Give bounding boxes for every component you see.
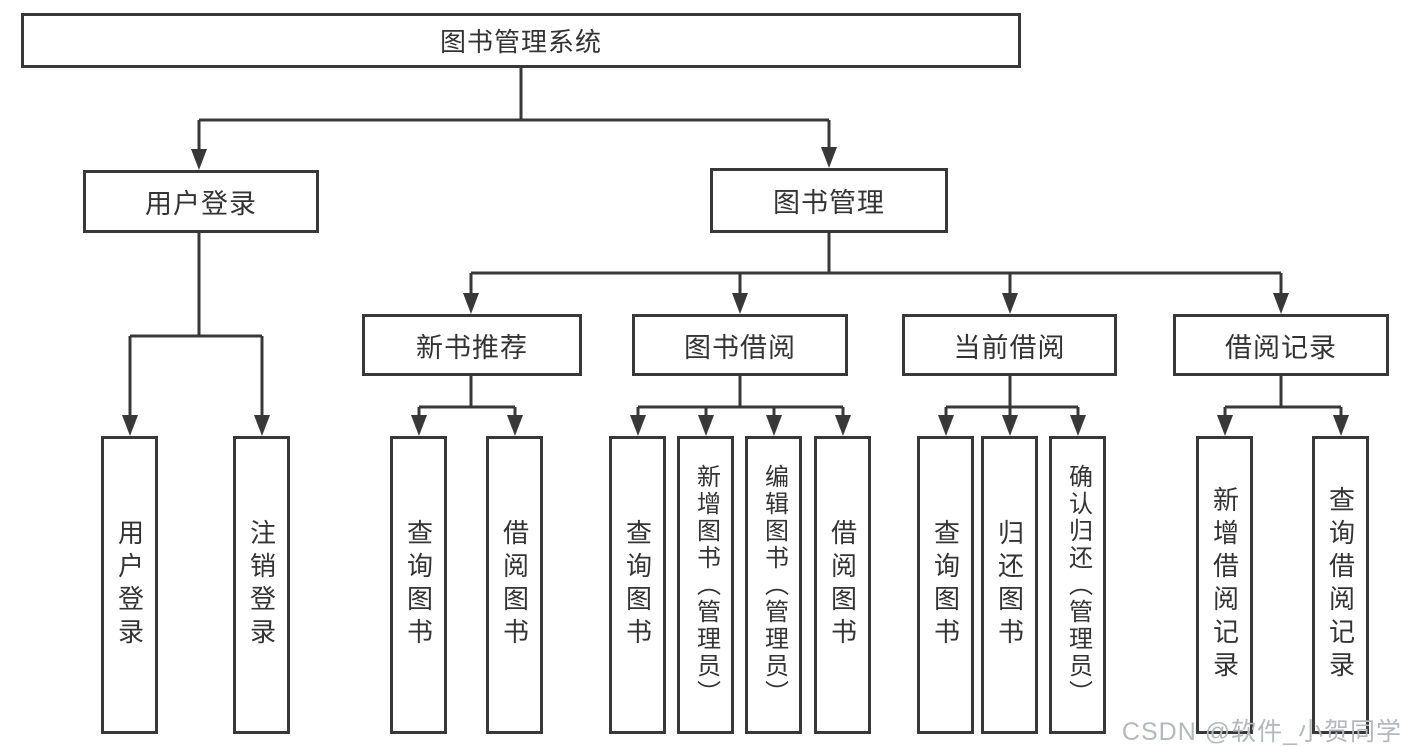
leaf-borrow-books-recommend-label: 借阅图书	[499, 519, 530, 651]
leaf-user-login-label: 用户登录	[114, 519, 145, 651]
leaf-return-book-label: 归还图书	[994, 519, 1025, 651]
leaf-borrow-books: 借阅图书	[814, 436, 871, 734]
leaf-query-books-current: 查询图书	[917, 436, 974, 734]
leaf-query-borrow-record-label: 查询借阅记录	[1325, 486, 1356, 684]
leaf-edit-book-admin: 编辑图书（管理员）	[745, 436, 802, 734]
leaf-add-borrow-record: 新增借阅记录	[1196, 436, 1253, 734]
leaf-add-book-admin-label: 新增图书（管理员）	[692, 463, 720, 707]
leaf-confirm-return-admin: 确认归还（管理员）	[1049, 436, 1106, 734]
leaf-query-borrow-record: 查询借阅记录	[1312, 436, 1369, 734]
leaf-add-book-admin: 新增图书（管理员）	[677, 436, 734, 734]
leaf-edit-book-admin-label: 编辑图书（管理员）	[760, 463, 788, 707]
node-borrow-records: 借阅记录	[1173, 314, 1389, 376]
leaf-query-books-borrow: 查询图书	[609, 436, 666, 734]
node-root-system: 图书管理系统	[21, 13, 1021, 68]
leaf-query-books-borrow-label: 查询图书	[622, 519, 653, 651]
csdn-watermark: CSDN @软件_小贺同学	[1121, 718, 1402, 746]
leaf-confirm-return-admin-label: 确认归还（管理员）	[1064, 463, 1092, 707]
leaf-logout-label: 注销登录	[246, 519, 277, 651]
node-current-borrow: 当前借阅	[902, 314, 1117, 376]
leaf-query-books-recommend-label: 查询图书	[403, 519, 434, 651]
leaf-add-borrow-record-label: 新增借阅记录	[1209, 486, 1240, 684]
node-book-management: 图书管理	[710, 168, 948, 233]
leaf-borrow-books-label: 借阅图书	[827, 519, 858, 651]
leaf-user-login: 用户登录	[101, 436, 158, 734]
node-user-login: 用户登录	[83, 170, 319, 233]
leaf-logout: 注销登录	[233, 436, 290, 734]
leaf-return-book: 归还图书	[981, 436, 1038, 734]
leaf-query-books-current-label: 查询图书	[930, 519, 961, 651]
arrowheads	[122, 147, 1349, 436]
leaf-borrow-books-recommend: 借阅图书	[486, 436, 543, 734]
node-book-borrow: 图书借阅	[632, 314, 848, 376]
node-new-book-recommend: 新书推荐	[362, 314, 582, 376]
leaf-query-books-recommend: 查询图书	[390, 436, 447, 734]
